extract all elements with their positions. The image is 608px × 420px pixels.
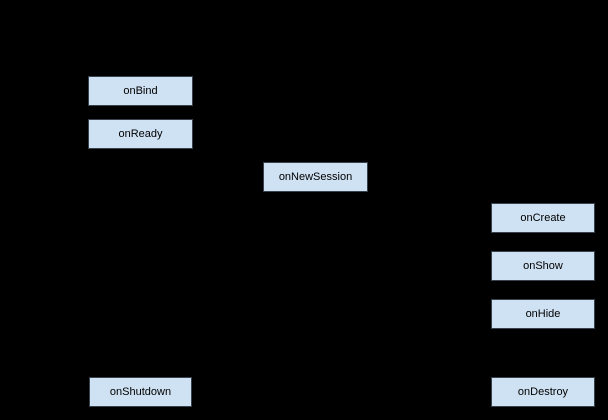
node-oncreate: onCreate [491,203,595,233]
node-onshutdown-label: onShutdown [109,385,172,398]
node-onbind-label: onBind [123,84,158,97]
node-onnewsession: onNewSession [263,162,368,192]
node-onready: onReady [88,119,193,149]
node-onready-label: onReady [118,127,163,140]
node-onshow-label: onShow [523,259,563,272]
node-onshow: onShow [491,251,595,281]
node-onnewsession-label: onNewSession [278,170,353,183]
node-onbind: onBind [88,76,193,106]
node-ondestroy-label: onDestroy [517,385,569,398]
node-onhide-label: onHide [525,307,561,320]
node-onhide: onHide [491,299,595,329]
node-oncreate-label: onCreate [520,211,566,224]
node-onshutdown: onShutdown [89,377,192,407]
node-ondestroy: onDestroy [491,377,595,407]
